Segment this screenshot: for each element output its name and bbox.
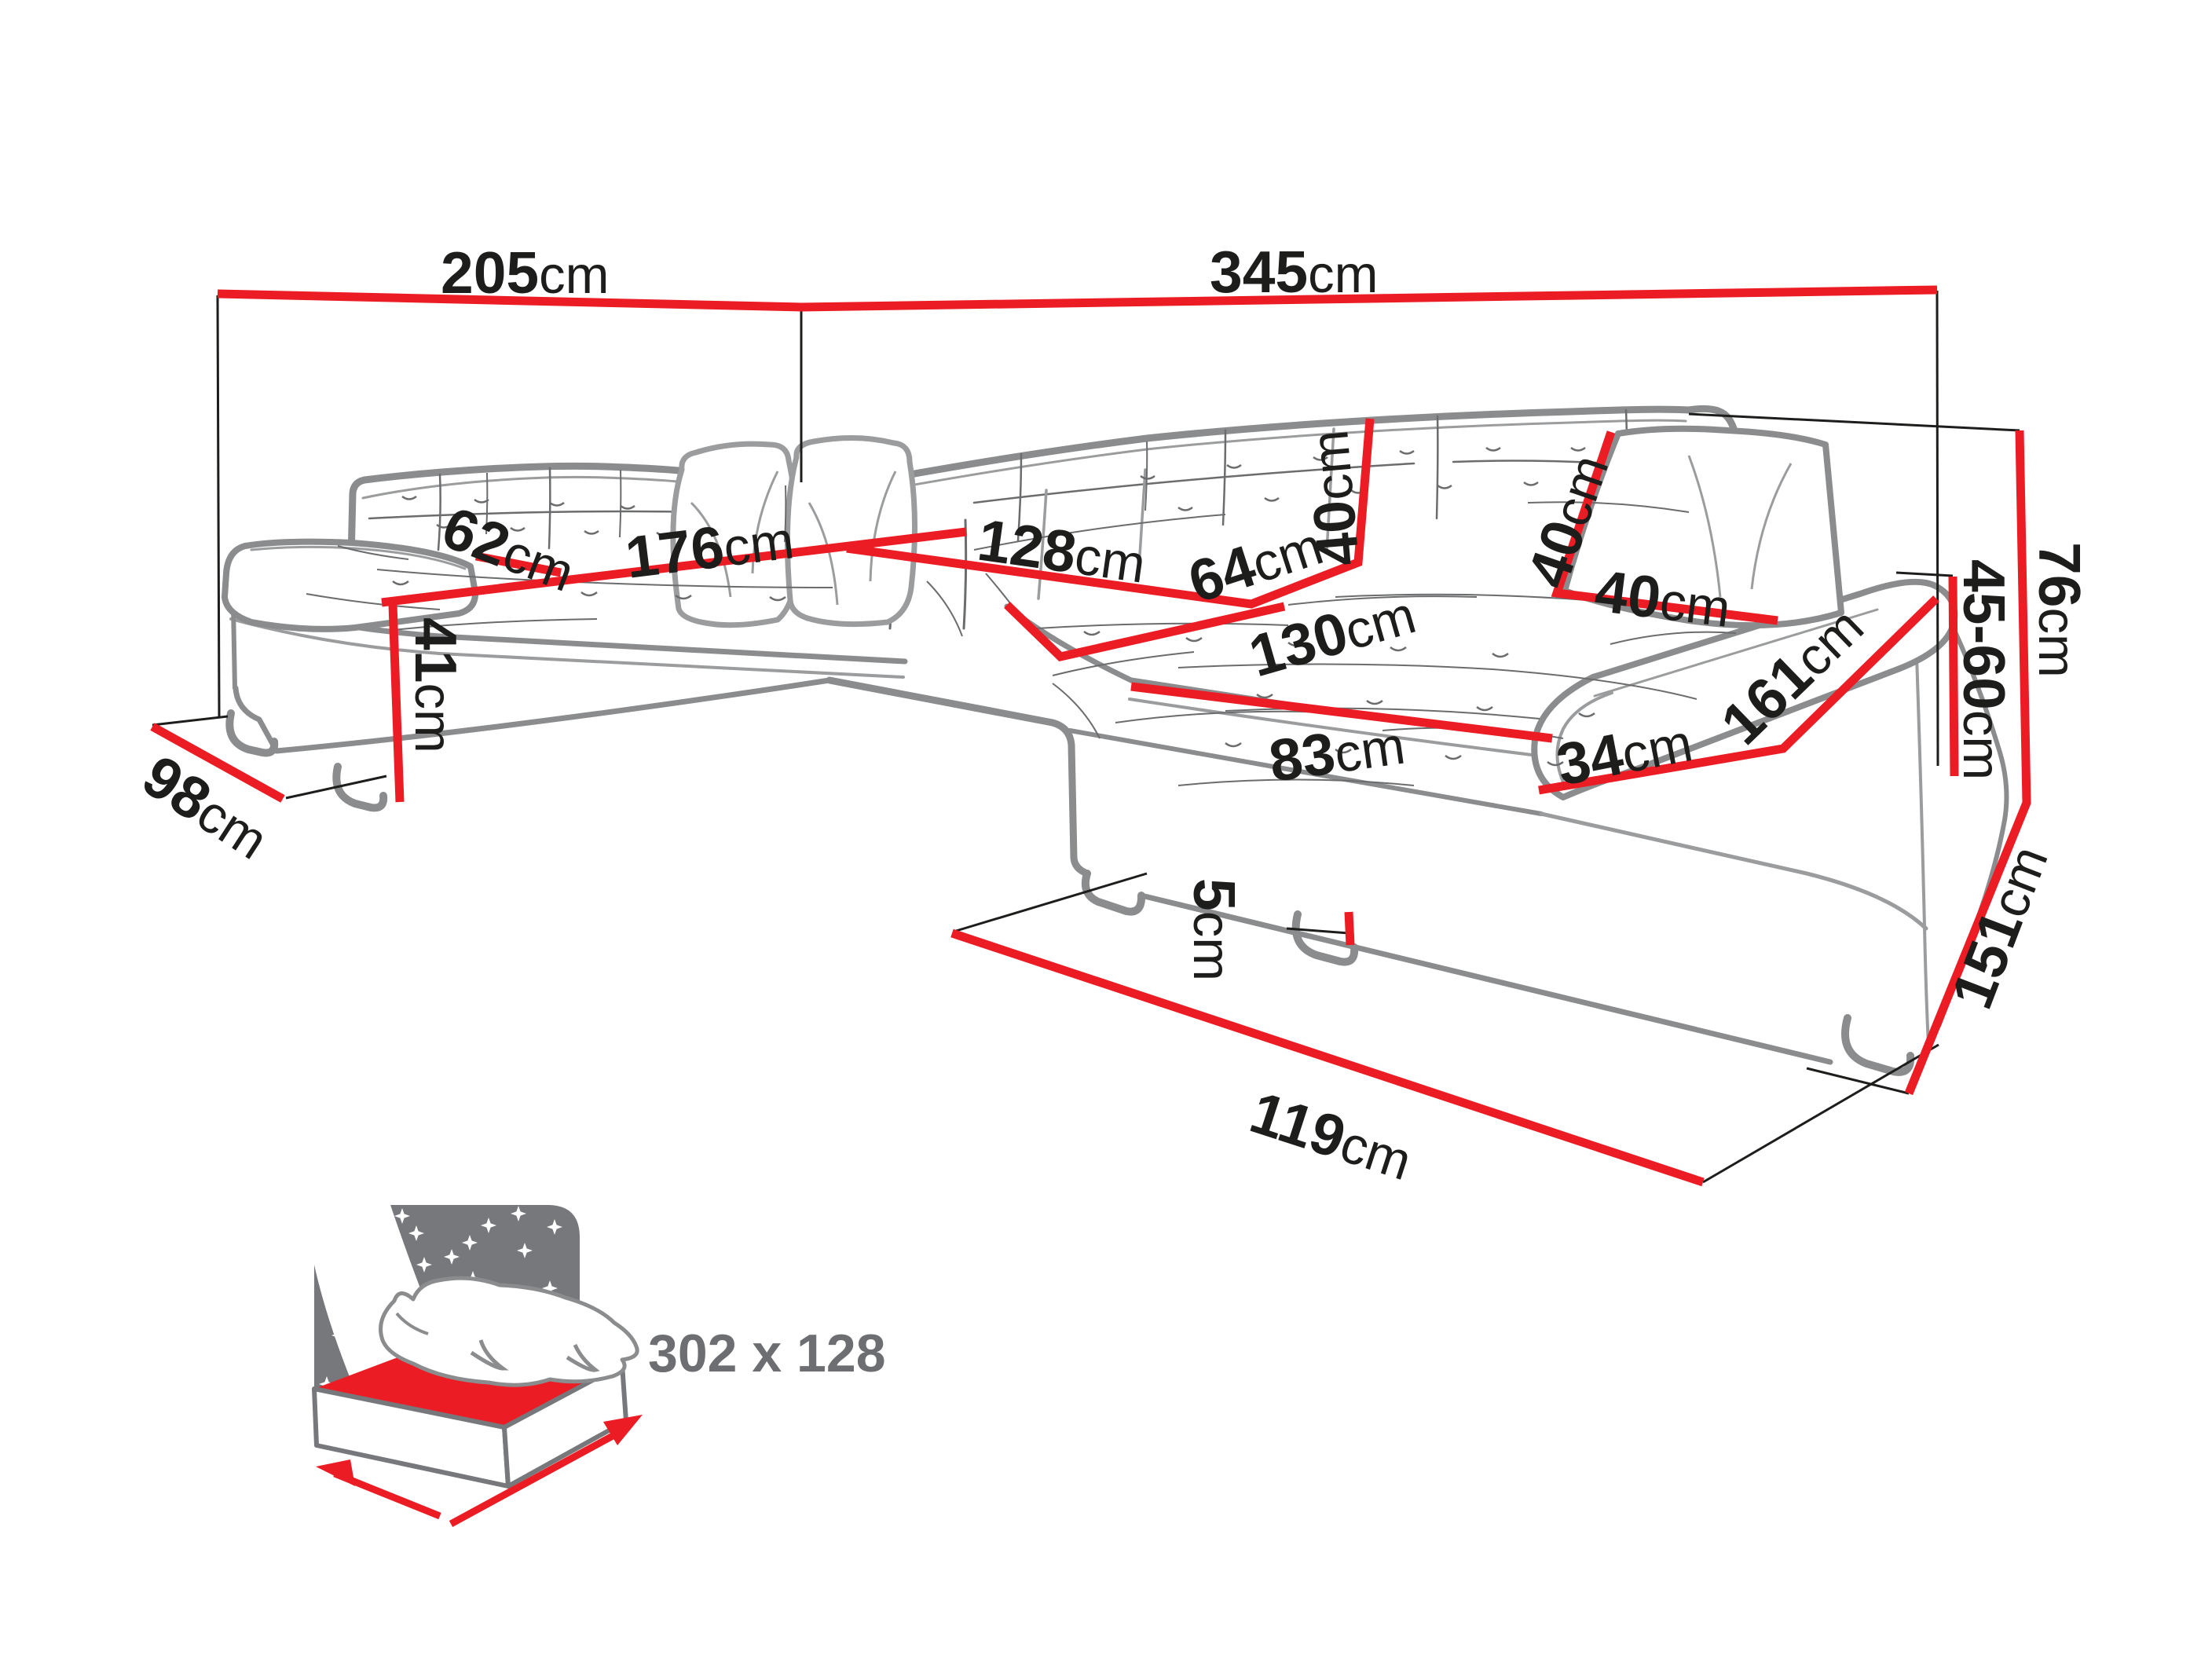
svg-text:205cm: 205cm (441, 240, 609, 306)
svg-text:5cm: 5cm (1181, 878, 1247, 981)
svg-text:45-60cm: 45-60cm (1951, 559, 2017, 780)
svg-text:302 x 128: 302 x 128 (648, 1324, 886, 1383)
svg-text:76cm: 76cm (2027, 542, 2093, 678)
svg-text:40cm: 40cm (1294, 428, 1372, 569)
svg-text:40cm: 40cm (1591, 558, 1734, 639)
svg-text:345cm: 345cm (1210, 239, 1378, 305)
svg-text:41cm: 41cm (403, 617, 469, 753)
